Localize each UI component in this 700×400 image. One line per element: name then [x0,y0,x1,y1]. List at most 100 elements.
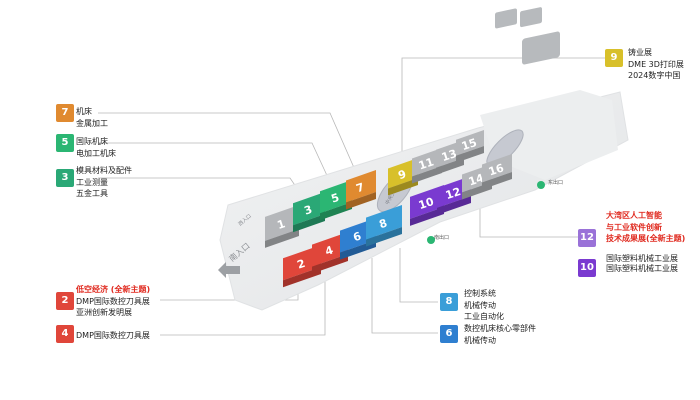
legend-line: 金属加工 [76,118,108,128]
legend-text-10: 国际塑料机械工业展 [606,263,678,275]
legend-line: 模具材料及配件 [76,166,132,175]
hall-8-number: 8 [378,217,389,232]
hall-11-number: 11 [417,155,436,172]
hall-4-side [312,254,348,274]
legend-text-8: 控制系统机械传动工业自动化 [464,288,504,323]
leader-line-5 [98,142,331,183]
hall-2-side [283,267,321,288]
legend-line: DMP国际数控刀具展 [76,296,150,306]
legend-badge-8: 8 [440,293,458,311]
hall-15-side [456,146,484,163]
legend-text-12: 大湾区人工智能与工业软件创新技术成果展(全新主题)国际塑料机械工业展 [606,210,685,264]
legend-line: 技术成果展(全新主题) [606,234,686,243]
hall-block [522,31,560,65]
hall-block [495,8,517,29]
hall-12-number: 12 [444,185,463,202]
hall-10-side [410,207,444,226]
legend-line: 亚洲创新发明展 [76,308,132,317]
hall-10[interactable]: 10 [410,185,444,226]
exit-icon [427,236,435,244]
legend-line: 工业测量 [76,177,108,187]
hall-5-number: 5 [330,191,341,206]
legend-line: 机械传动 [464,335,496,345]
legend-line: 控制系统 [464,289,496,298]
hall-1-top [265,205,299,241]
legend-text-7: 机床金属加工 [76,106,108,129]
legend-text-2: 低空经济 (全新主题) DMP国际数控刀具展亚洲创新发明展 [76,284,150,319]
legend-badge-7: 7 [56,104,74,122]
hall-15[interactable]: 15 [456,130,484,163]
hall-2-number: 2 [296,257,307,272]
legend-text-3: 模具材料及配件工业测量五金工具 [76,165,132,200]
hall-9-side [388,178,418,196]
hall-9-number: 9 [397,168,408,183]
hall-11[interactable]: 11 [412,148,442,184]
hall-11-top [412,148,442,177]
legend-line: 机械传动 [464,300,496,310]
hall-8[interactable]: 8 [366,205,402,247]
legend-badge-2: 2 [56,292,74,310]
legend-line: 电加工机床 [76,148,116,158]
legend-text-9: 铸业展 DME 3D打印展 2024数字中国 [628,47,684,82]
hall-16-number: 16 [487,161,506,178]
hall-3[interactable]: 3 [293,192,325,233]
legend-line: 国际塑料机械工业展 [606,264,678,273]
legend-text-6: 数控机床核心零部件机械传动 [464,323,536,346]
hall-8-side [366,227,402,247]
legend-line: 国际机床 [76,137,108,146]
legend-badge-4: 4 [56,325,74,343]
legend-line: DMP国际数控刀具展 [76,331,150,340]
legend-badge-9: 9 [605,49,623,67]
legend-badge-5: 5 [56,134,74,152]
east-exit-sign: 东出口 [548,179,563,186]
hall-8-top [366,205,402,240]
exit-icon [537,181,545,189]
south-exit-sign: 南出口 [434,234,449,241]
legend-badge-12: 12 [578,229,596,247]
hall-10-top [410,185,444,219]
hall-4[interactable]: 4 [312,232,348,274]
hall-1[interactable]: 1 [265,205,299,248]
hall-6-number: 6 [352,229,364,244]
hall-13-number: 13 [440,147,459,164]
hall-16-top [482,154,512,183]
hall-1-number: 1 [276,217,287,232]
leader-line-4 [160,268,326,336]
hall-3-top [293,192,325,226]
legend-line: 国际塑料机械工业展 [606,253,678,263]
legend-text-5: 国际机床电加工机床 [76,136,116,159]
hall-7-side [346,192,376,210]
hall-9-top [388,158,418,189]
leader-line-7 [98,112,356,171]
legend-line: 2024数字中国 [628,71,681,80]
hall-4-top [312,232,348,267]
hall-9[interactable]: 9 [388,158,418,196]
legend-line: 低空经济 (全新主题) [76,285,151,294]
floor-plate-east [480,90,618,180]
legend-line: DME 3D打印展 [628,59,684,69]
hall-12-side [437,196,471,215]
hall-7[interactable]: 7 [346,170,376,210]
legend-line: 机床 [76,107,92,116]
hall-5[interactable]: 5 [320,180,352,221]
legend-badge-6: 6 [440,325,458,343]
legend-line: 与工业软件创新 [606,222,662,232]
hall-block [520,7,542,28]
hall-5-side [320,202,352,221]
hall-2[interactable]: 2 [283,245,321,288]
leader-line-12 [479,205,578,238]
legend-line: 铸业展 [628,48,652,57]
hall-2-top [283,245,321,281]
legend-line: 工业自动化 [464,312,504,321]
hall-7-number: 7 [355,181,366,196]
hall-16-side [482,172,512,190]
legend-line: 五金工具 [76,189,108,198]
hall-3-number: 3 [303,203,314,218]
hall-16[interactable]: 16 [482,154,512,190]
hall-7-top [346,170,376,203]
leader-line-8 [399,248,438,303]
hall-5-top [320,180,352,214]
hall-3-side [293,214,325,233]
